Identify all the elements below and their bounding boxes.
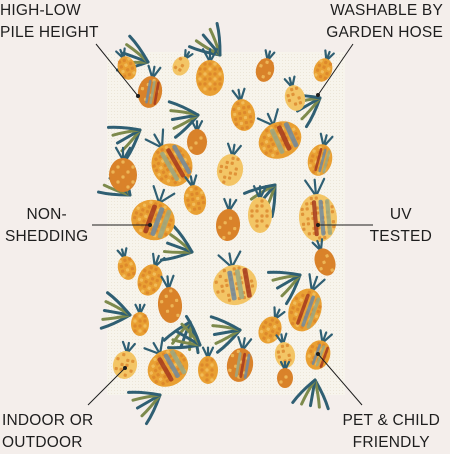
pineapple-motif	[213, 250, 257, 306]
pineapple-motif	[157, 274, 183, 323]
feature-washable: WASHABLE BY GARDEN HOSE	[326, 0, 443, 44]
pineapple-motif	[109, 146, 137, 192]
pineapple-motif	[198, 346, 218, 384]
pineapple-motif	[137, 252, 166, 296]
feature-uv-tested: UV TESTED	[370, 204, 432, 248]
pineapple-motif	[230, 87, 256, 131]
leader-line-washable	[317, 43, 354, 96]
pineapple-motif	[131, 185, 176, 241]
pineapple-motif	[187, 120, 207, 155]
feature-indoor-outdoor: INDOOR OR OUTDOOR	[2, 410, 93, 454]
leader-line-pile-height	[95, 43, 139, 97]
pineapple-motif	[298, 177, 338, 242]
feature-line: GARDEN HOSE	[326, 24, 443, 41]
pineapple-leaf-cluster	[266, 270, 302, 306]
pineapple-motif	[307, 132, 334, 176]
pineapple-motif	[115, 47, 137, 80]
feature-line: PILE HEIGHT	[0, 24, 99, 41]
pineapple-leaf-cluster	[167, 100, 200, 139]
pineapple-motif	[137, 64, 163, 108]
pineapple-leaf-cluster	[291, 378, 330, 411]
feature-line: FRIENDLY	[352, 434, 430, 451]
feature-line: OUTDOOR	[2, 434, 83, 451]
feature-line: WASHABLE BY	[330, 2, 443, 19]
feature-line: INDOOR OR	[2, 412, 94, 429]
pineapple-motif	[311, 238, 336, 276]
pineapple-leaf-cluster	[126, 390, 162, 426]
pineapple-motif	[288, 273, 326, 332]
pineapple-motif	[112, 340, 138, 379]
feature-non-shedding: NON- SHEDDING	[5, 204, 88, 248]
pineapple-motif	[216, 142, 244, 186]
leader-line-indoor-outdoor	[87, 367, 126, 406]
pineapple-motif	[255, 49, 276, 82]
pineapple-leaf-cluster	[209, 315, 242, 354]
pineapple-motif	[196, 48, 224, 96]
feature-line: TESTED	[369, 228, 432, 245]
pineapple-motif	[256, 108, 302, 159]
pineapple-motif	[277, 360, 293, 388]
pineapple-motif	[258, 306, 286, 344]
feature-pet-child-friendly: PET & CHILD FRIENDLY	[342, 410, 440, 454]
pineapple-leaf-cluster	[166, 314, 202, 350]
pineapple-motif	[283, 75, 306, 111]
pineapple-leaf-cluster	[106, 125, 142, 161]
feature-high-low-pile: HIGH-LOW PILE HEIGHT	[0, 0, 99, 44]
feature-line: NON-	[26, 206, 67, 223]
pineapple-leaf-cluster	[242, 183, 277, 218]
leader-line-pet-child	[317, 353, 363, 406]
pineapple-motif	[226, 335, 254, 382]
pineapple-motif	[183, 174, 207, 215]
pineapple-motif	[143, 336, 189, 387]
pineapple-motif	[172, 49, 194, 76]
pineapple-motif	[144, 128, 193, 187]
pineapple-motif	[215, 197, 241, 241]
pineapple-motif	[131, 303, 149, 336]
pineapple-leaf-cluster	[99, 291, 132, 330]
pineapple-motif	[248, 185, 272, 233]
feature-line: HIGH-LOW	[0, 2, 81, 19]
pineapple-motif	[313, 49, 335, 82]
feature-line: PET & CHILD	[342, 412, 440, 429]
feature-line: SHEDDING	[5, 228, 89, 245]
feature-line: UV	[389, 206, 412, 223]
pineapple-motif	[116, 247, 137, 280]
